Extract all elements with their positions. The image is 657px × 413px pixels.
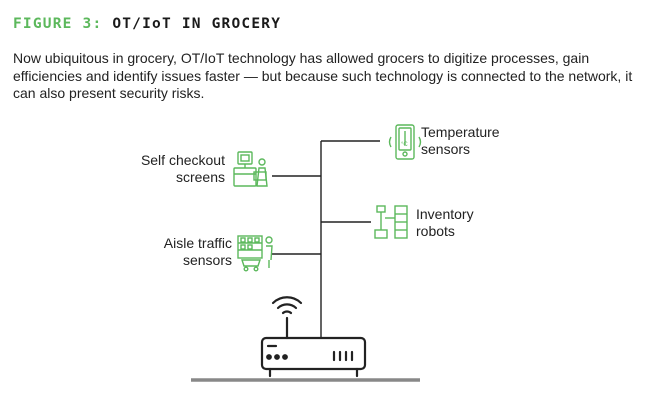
inventory-robot-icon	[374, 205, 408, 239]
figure-number: FIGURE 3:	[13, 16, 103, 32]
self-checkout-icon	[233, 151, 268, 187]
self-checkout-label: Self checkout screens	[140, 152, 225, 185]
wifi-icon	[271, 296, 303, 315]
aisle-traffic-label: Aisle traffic sensors	[163, 235, 232, 268]
figure-title: FIGURE 3: OT/IoT IN GROCERY	[13, 16, 281, 32]
temperature-label: Temperature sensors	[421, 124, 500, 157]
inventory-label: Inventory robots	[416, 206, 474, 239]
intro-paragraph: Now ubiquitous in grocery, OT/IoT techno…	[13, 50, 633, 101]
figure-heading: OT/IoT IN GROCERY	[112, 16, 282, 32]
aisle-traffic-icon	[237, 235, 273, 272]
svg-text:°C: °C	[401, 142, 408, 148]
router-icon	[260, 316, 367, 378]
thermometer-icon: °C	[388, 124, 422, 160]
